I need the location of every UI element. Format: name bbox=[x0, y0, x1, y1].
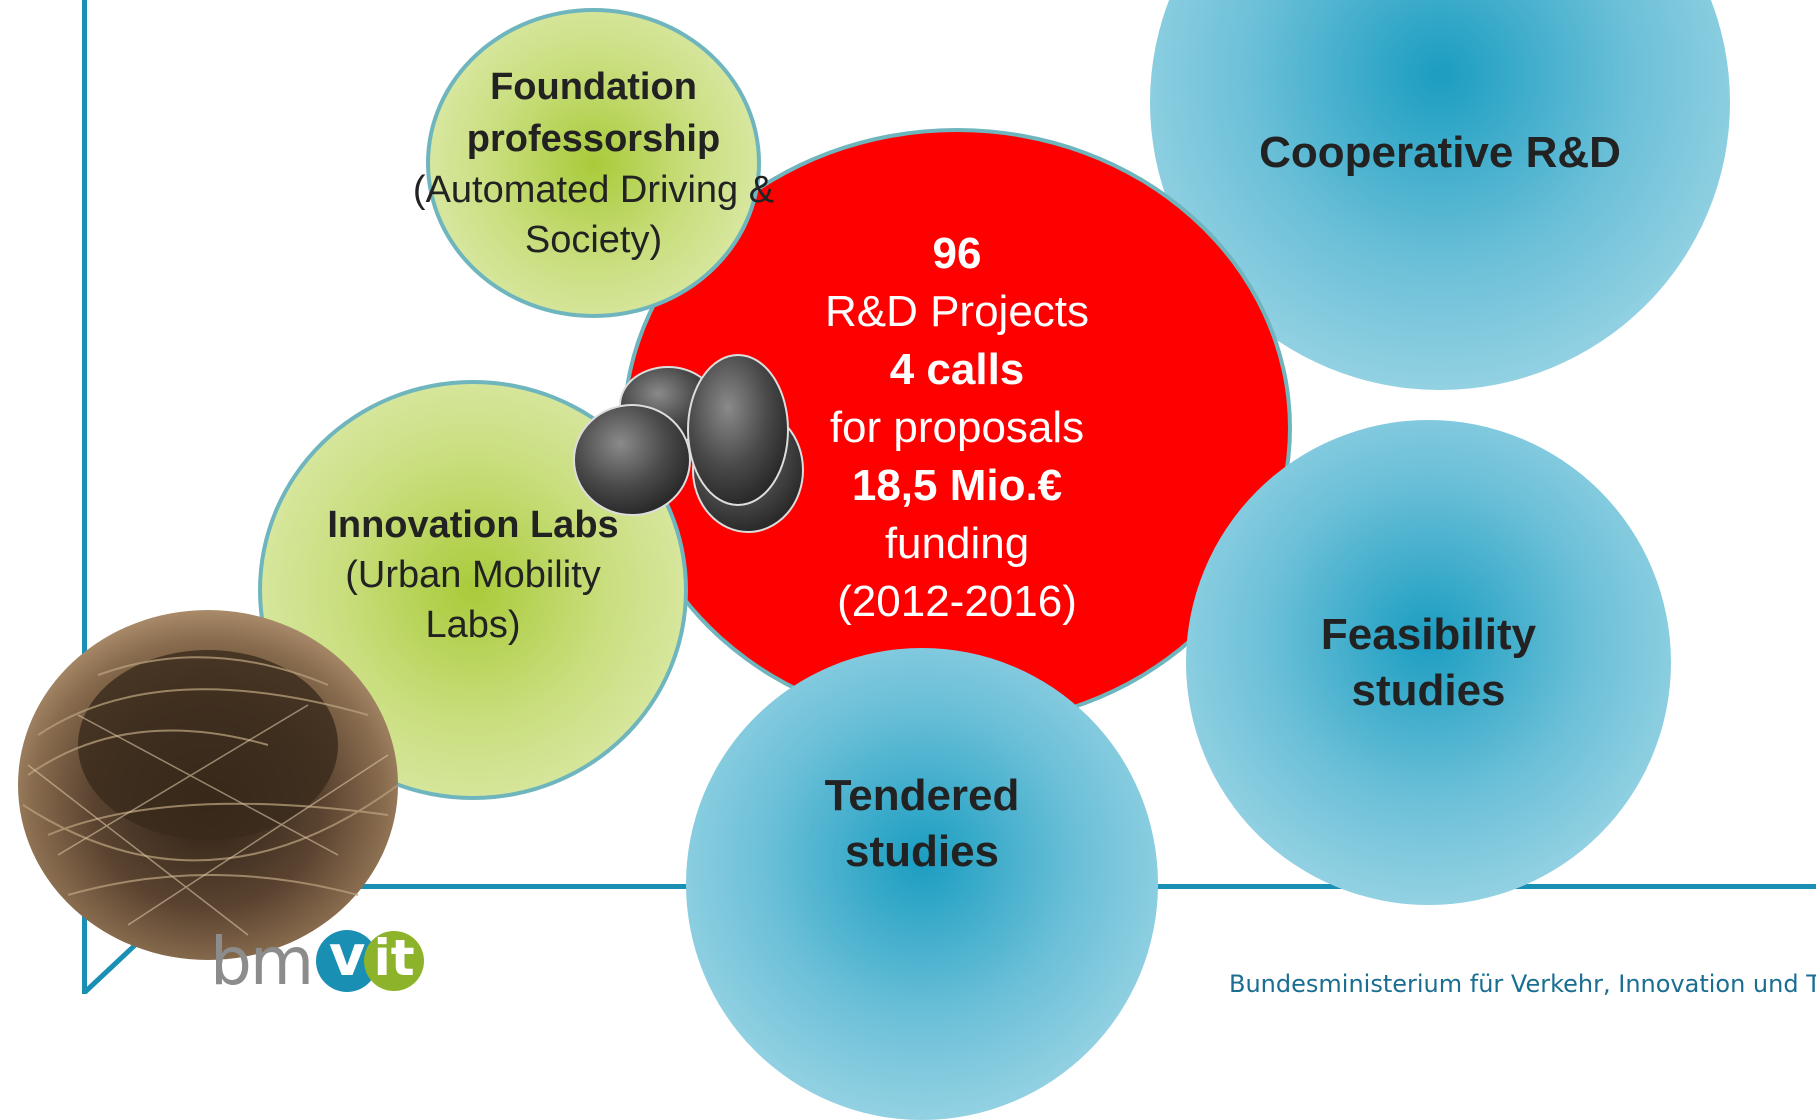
calls-count: 4 calls bbox=[889, 345, 1025, 394]
bubble-foundation-professorship: Foundation professorship (Automated Driv… bbox=[413, 8, 774, 318]
funding-label: funding bbox=[884, 519, 1030, 568]
bubble-innovation-subtitle: (Urban Mobility Labs) bbox=[345, 554, 601, 646]
bubble-innovation-title: Innovation Labs bbox=[327, 504, 619, 546]
calls-label: for proposals bbox=[829, 403, 1085, 452]
frame-left-line bbox=[82, 0, 87, 994]
logo-text-it: it bbox=[373, 929, 415, 987]
bmvit-logo: bm v it bbox=[210, 922, 425, 1000]
bubble-tendered-studies: Tendered studies bbox=[686, 648, 1158, 1120]
bubble-feasibility-studies: Feasibility studies bbox=[1186, 420, 1671, 905]
eggs-illustration bbox=[573, 354, 804, 533]
bubble-cooperative-title: Cooperative R&D bbox=[1259, 127, 1621, 177]
frame-bottom-line-left bbox=[82, 884, 702, 889]
rd-projects-count: 96 bbox=[932, 229, 982, 278]
logo-circle-it: it bbox=[364, 929, 425, 991]
bubble-feasibility-title: Feasibility studies bbox=[1320, 609, 1537, 715]
bubble-tendered-title: Tendered studies bbox=[824, 771, 1020, 876]
bubble-foundation-subtitle: (Automated Driving & Society) bbox=[412, 169, 775, 261]
funding-period: (2012-2016) bbox=[837, 577, 1077, 626]
logo-text-bm: bm bbox=[210, 922, 314, 1000]
funding-amount: 18,5 Mio.€ bbox=[851, 461, 1063, 510]
bird-nest-illustration bbox=[18, 610, 399, 960]
rd-projects-label: R&D Projects bbox=[824, 287, 1090, 336]
bubble-foundation-title: Foundation professorship bbox=[466, 66, 721, 160]
logo-text-v: v bbox=[328, 924, 366, 989]
ministry-name: Bundesministerium für Verkehr, Innovatio… bbox=[1229, 970, 1816, 998]
